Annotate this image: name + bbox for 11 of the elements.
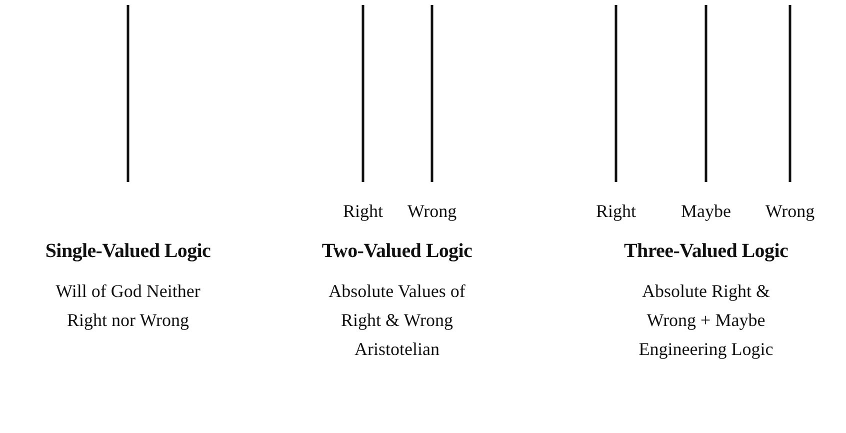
logic-description: Absolute Values of Right & Wrong Aristotelian: [328, 280, 466, 361]
line-label: Right: [596, 201, 636, 222]
logic-description: Absolute Right & Wrong + Maybe Engineering Logic: [638, 280, 774, 361]
line-label: Wrong: [765, 201, 815, 222]
logic-heading: Single-Valued Logic: [45, 240, 211, 263]
logic-heading: Three-Valued Logic: [624, 240, 788, 263]
line-label: Right: [343, 201, 383, 222]
logic-heading: Two-Valued Logic: [322, 240, 472, 263]
line-label: Wrong: [407, 201, 457, 222]
logic-description: Will of God Neither Right nor Wrong: [54, 280, 202, 332]
line-label: Maybe: [681, 201, 731, 222]
